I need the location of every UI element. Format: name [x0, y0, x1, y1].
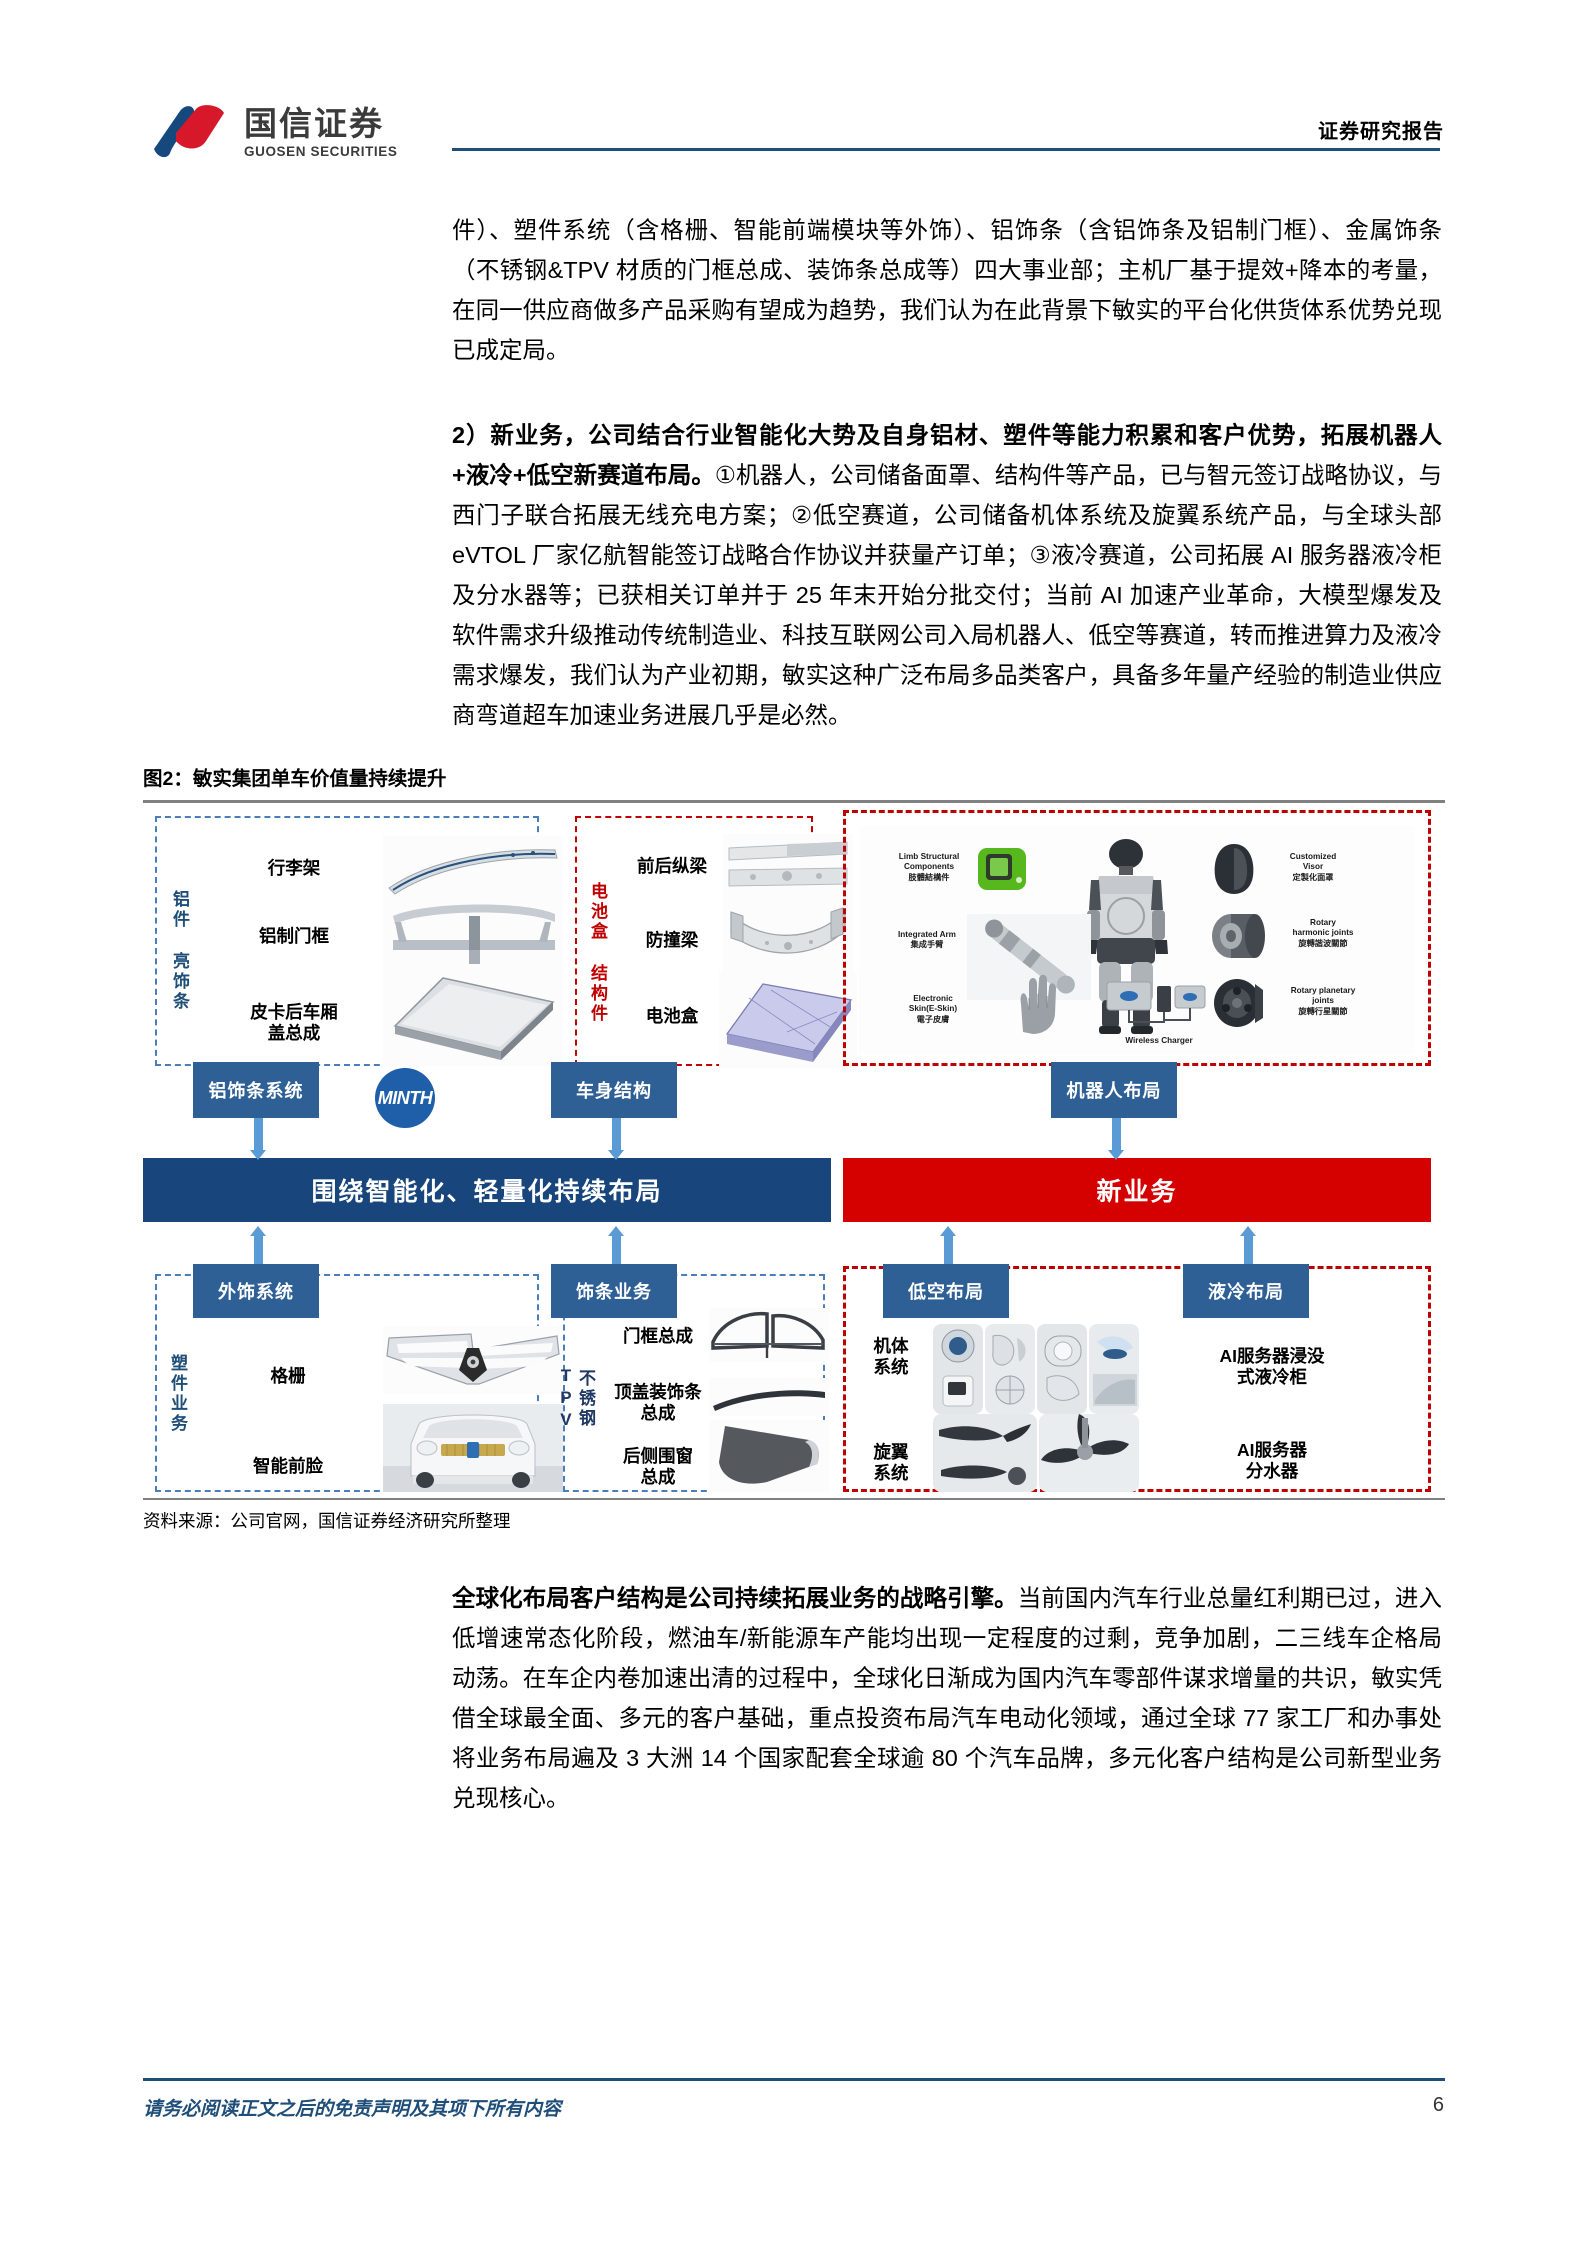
- box-robot-layout[interactable]: 机器人布局: [1051, 1062, 1177, 1118]
- item-label-roof-rack: 行李架: [267, 858, 321, 878]
- box-trim-business[interactable]: 饰条业务: [551, 1264, 677, 1318]
- bar-core-business: 围绕智能化、轻量化持续布局: [143, 1158, 831, 1222]
- product-image-smart-front-face: [383, 1404, 563, 1492]
- footer-divider: [143, 2078, 1445, 2081]
- minth-brand-logo: MINTH: [375, 1068, 435, 1128]
- paragraph-three-lead: 全球化布局客户结构是公司持续拓展业务的战略引擎。: [452, 1585, 1018, 1611]
- item-label-ai-immersion-cooling-cabinet: AI服务器浸没 式液冷柜: [1219, 1346, 1325, 1388]
- robot-part-limb-structural: Limb Structural Components 肢體結構件: [898, 852, 960, 882]
- arrow-exterior-to-bar: [250, 1226, 267, 1266]
- paragraph-two-lead: 2）新业务，公司结合行业智能化大势及自身铝材、塑件等能力积累和客户优势，拓展机器…: [452, 422, 1442, 488]
- document-type-label: 证券研究报告: [1318, 121, 1444, 143]
- side-label-stainless: 不锈钢 TPV: [556, 1366, 595, 1432]
- robot-part-electronic-skin: Electronic Skin(E-Skin) 電子皮膚: [908, 994, 958, 1024]
- product-image-grille: [383, 1326, 563, 1394]
- paragraph-one: 件）、塑件系统（含格栅、智能前端模块等外饰）、铝饰条（含铝饰条及铝制门框）、金属…: [452, 217, 1442, 363]
- item-label-grille: 格栅: [270, 1366, 306, 1386]
- item-label-battery-box: 电池盒: [645, 1006, 699, 1026]
- arrow-cooling-to-bar: [1240, 1226, 1257, 1266]
- item-label-roof-trim-assy: 顶盖装饰条 总成: [614, 1382, 702, 1424]
- paragraph-three-body: 当前国内汽车行业总量红利期已过，进入低增速常态化阶段，燃油车/新能源车产能均出现…: [452, 1585, 1443, 1811]
- arrow-trim-to-bar: [608, 1226, 625, 1266]
- robot-part-customized-visor: Customized Visor 定製化面罩: [1289, 852, 1337, 882]
- item-label-rear-quarter-window: 后侧围窗 总成: [623, 1446, 693, 1488]
- logo-english-name: GUOSEN SECURITIES: [244, 143, 398, 159]
- product-image-rear-quarter-window: [709, 1420, 829, 1492]
- product-image-airframe-system: [933, 1324, 1139, 1414]
- item-label-smart-front-face: 智能前脸: [253, 1456, 323, 1476]
- footer-disclaimer: 请务必阅读正文之后的免责声明及其项下所有内容: [143, 2099, 562, 2120]
- figure-top-rule: [143, 800, 1445, 803]
- guosen-logo: 国信证券 GUOSEN SECURITIES: [150, 103, 397, 163]
- panel-new-business: [843, 1266, 1431, 1492]
- item-label-rotor-system: 旋翼 系统: [873, 1442, 909, 1484]
- paragraph-two-body: ①机器人，公司储备面罩、结构件等产品，已与智元签订战略协议，与西门子联合拓展无线…: [452, 462, 1442, 728]
- item-label-alu-door-frame: 铝制门框: [259, 926, 329, 946]
- product-image-humanoid-robot-board: Limb Structural Components 肢體結構件 Customi…: [859, 826, 1415, 1054]
- arrow-body-structure-to-bar: [608, 1118, 625, 1160]
- item-label-pickup-tonneau: 皮卡后车厢 盖总成: [250, 1002, 338, 1044]
- figure-bottom-rule: [143, 1498, 1445, 1500]
- box-liquid-cooling-layout[interactable]: 液冷布局: [1183, 1264, 1309, 1318]
- bar-new-business: 新业务: [843, 1158, 1431, 1222]
- product-image-roof-trim-assy: [709, 1378, 829, 1416]
- arrow-robot-to-bar: [1108, 1118, 1125, 1160]
- box-body-structure[interactable]: 车身结构: [551, 1062, 677, 1118]
- box-alu-trim-system[interactable]: 铝饰条系统: [193, 1062, 319, 1118]
- side-label-battery: 电池盒 结构件: [588, 882, 607, 1024]
- product-image-roof-rack: [383, 836, 563, 898]
- paragraph-three: 全球化布局客户结构是公司持续拓展业务的战略引擎。当前国内汽车行业总量红利期已过，…: [452, 1578, 1442, 1818]
- side-label-aluminium: 铝件 亮饰条: [170, 890, 189, 1012]
- figure-caption: 图2：敏实集团单车价值量持续提升: [143, 768, 447, 790]
- item-label-longitudinal-beam: 前后纵梁: [637, 856, 707, 876]
- product-image-door-frame-assy: [709, 1308, 829, 1362]
- arrow-alu-trim-to-bar: [250, 1118, 267, 1160]
- product-image-anti-collision-beam: [723, 894, 853, 974]
- robot-part-integrated-arm: Integrated Arm 集成手臂: [898, 930, 956, 950]
- product-image-rotor-system: [933, 1414, 1139, 1492]
- side-label-plastic: 塑件业务: [168, 1354, 187, 1434]
- guosen-logo-mark: [150, 103, 232, 163]
- item-label-door-frame-assy: 门框总成: [623, 1326, 693, 1346]
- product-image-battery-box: [719, 972, 857, 1068]
- robot-part-harmonic-joints: Rotary harmonic joints 旋轉諧波關節: [1292, 918, 1354, 948]
- item-label-ai-server-manifold: AI服务器 分水器: [1237, 1440, 1307, 1482]
- item-label-airframe-system: 机体 系统: [873, 1336, 909, 1378]
- figure-source-note: 资料来源：公司官网，国信证券经济研究所整理: [143, 1511, 511, 1531]
- box-low-altitude-layout[interactable]: 低空布局: [883, 1264, 1009, 1318]
- product-image-longitudinal-beam: [723, 834, 853, 894]
- paragraph-two: 2）新业务，公司结合行业智能化大势及自身铝材、塑件等能力积累和客户优势，拓展机器…: [452, 415, 1442, 735]
- figure-diagram: 铝件 亮饰条 行李架 铝制门框 皮卡后车厢 盖总成: [143, 806, 1445, 1494]
- logo-chinese-name: 国信证券: [244, 105, 384, 143]
- product-image-alu-door-frame: [383, 896, 563, 968]
- robot-part-planetary-joints: Rotary planetary joints 旋轉行星關節: [1290, 986, 1356, 1016]
- header-divider: [452, 148, 1440, 151]
- box-exterior-system[interactable]: 外饰系统: [193, 1264, 319, 1318]
- arrow-lowalt-to-bar: [940, 1226, 957, 1266]
- robot-part-wireless-charger: Wireless Charger: [1125, 1036, 1193, 1045]
- item-label-anti-collision-beam: 防撞梁: [645, 930, 699, 950]
- footer-page-number: 6: [1432, 2094, 1444, 2116]
- product-image-pickup-tonneau: [383, 968, 563, 1066]
- page-header: 国信证券 GUOSEN SECURITIES 证券研究报告: [0, 95, 1587, 185]
